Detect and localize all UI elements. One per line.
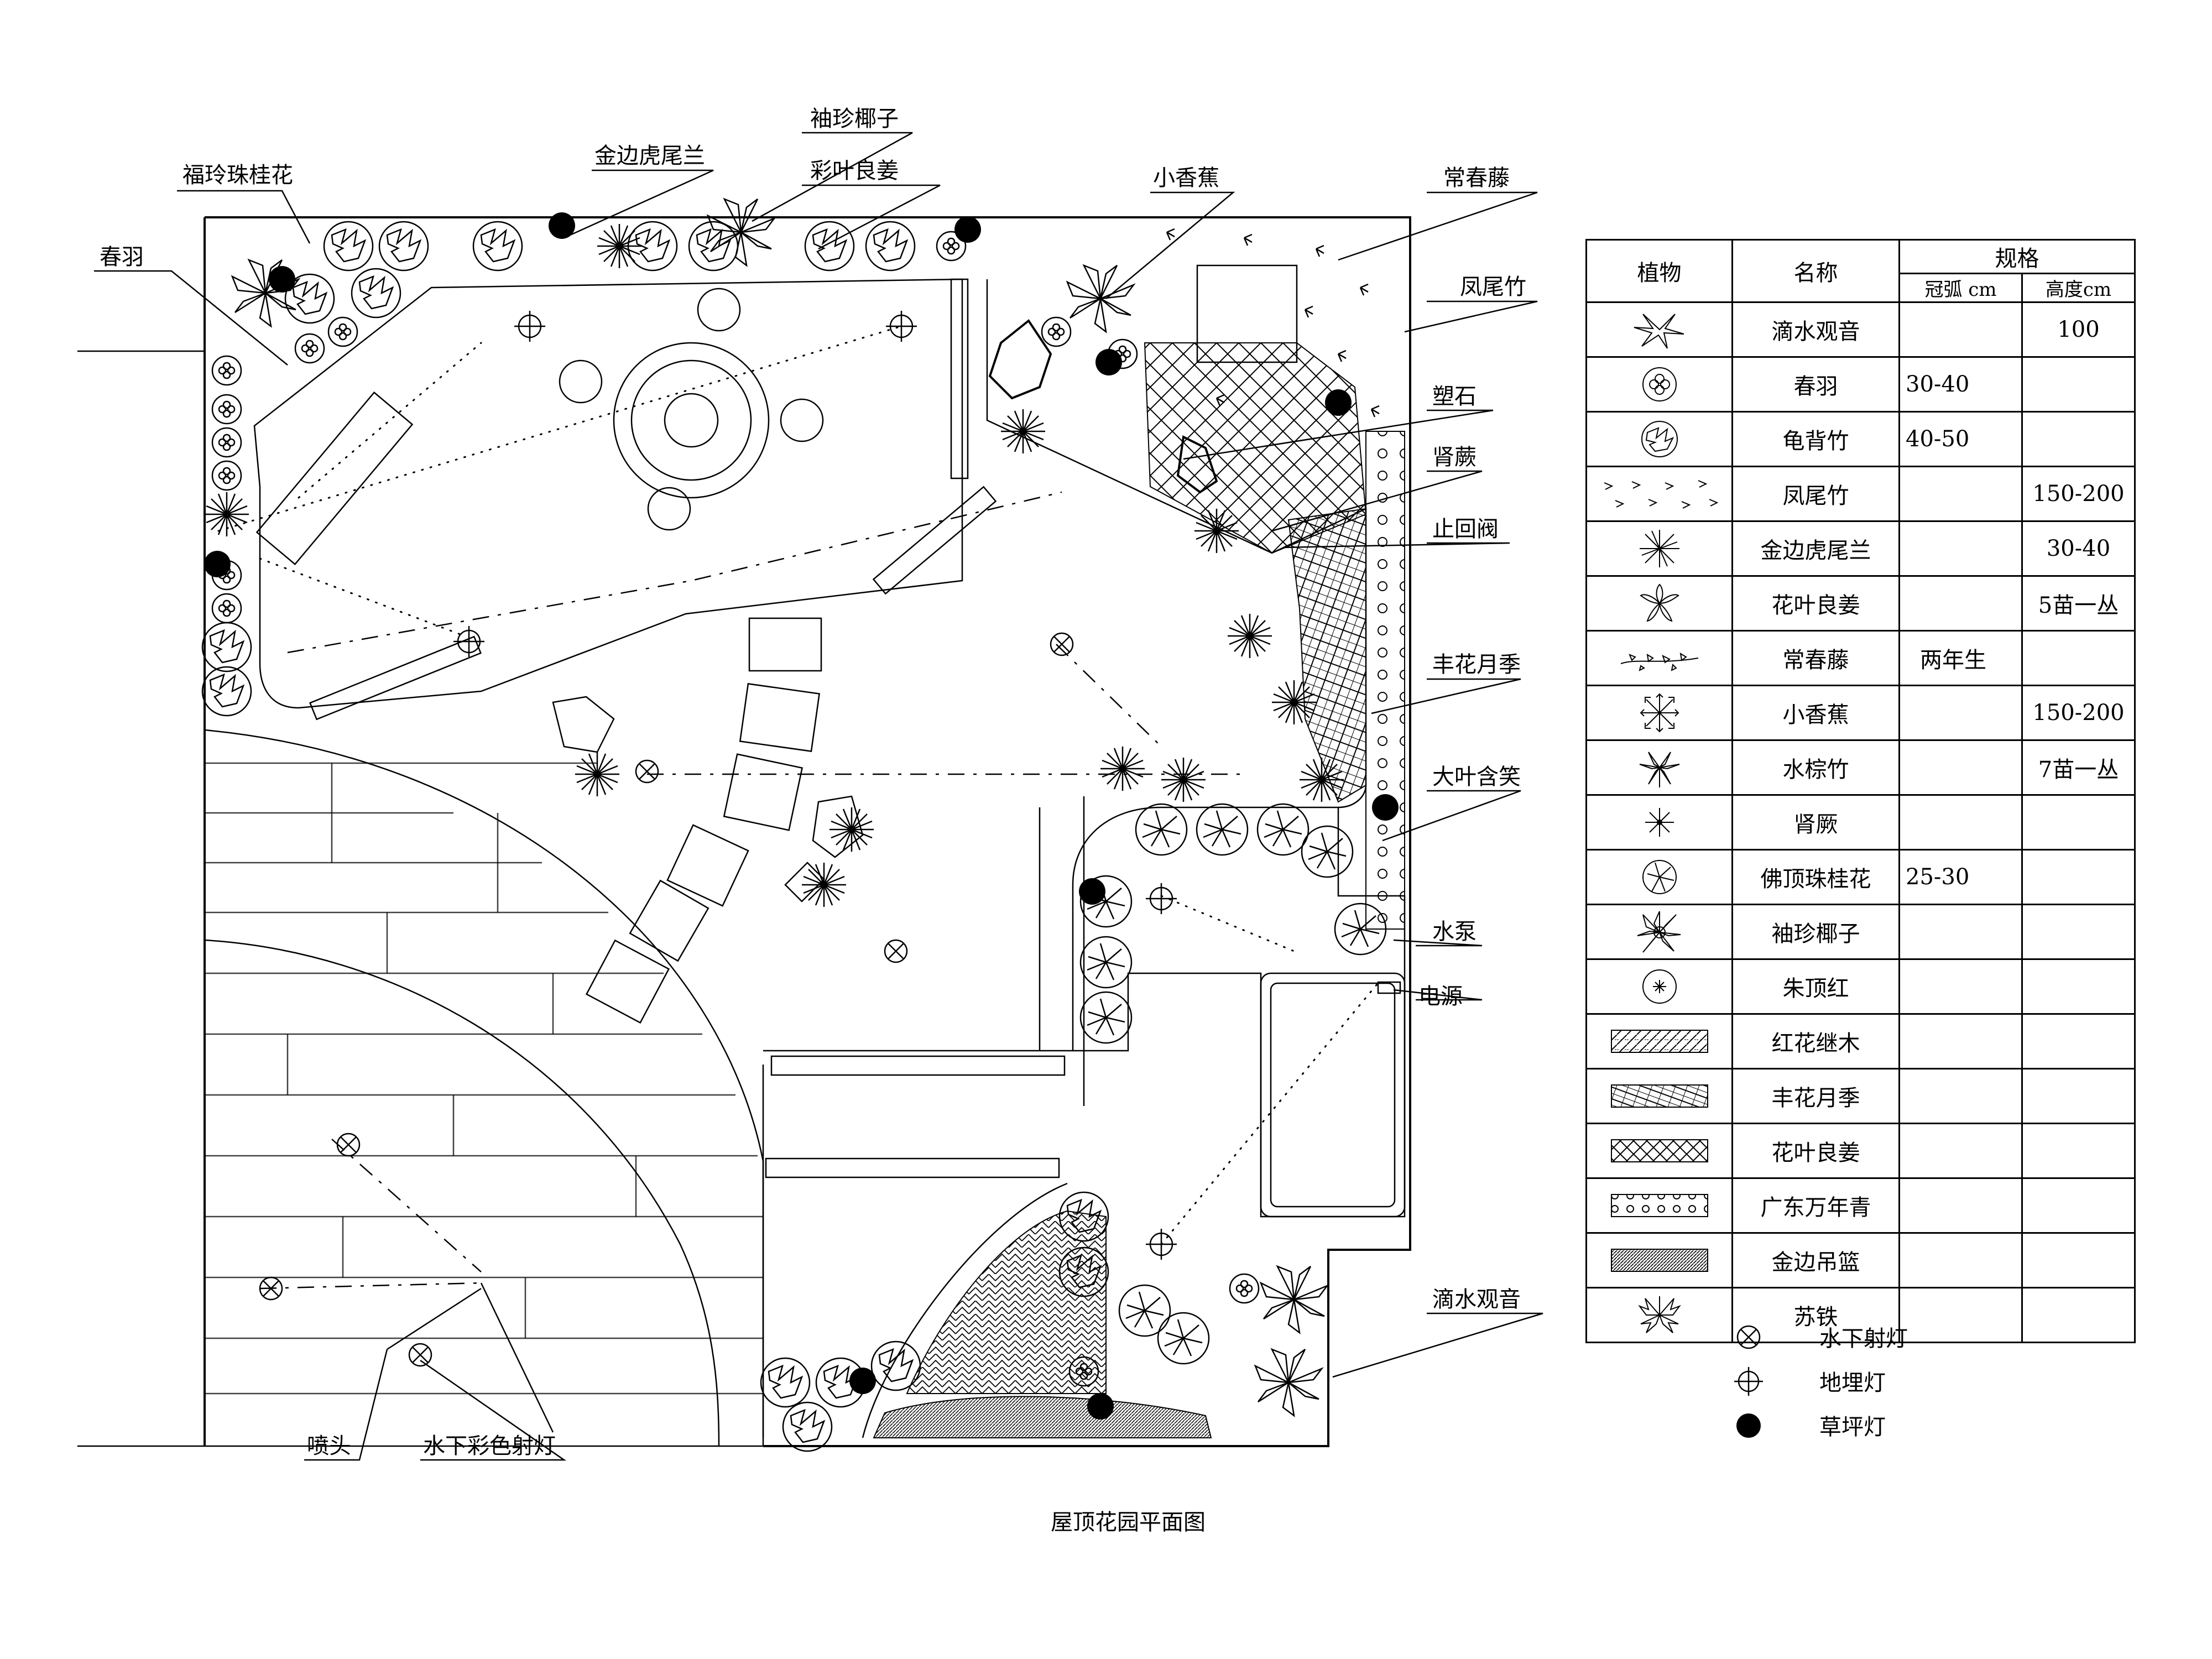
lighting-key-row: 草坪灯 <box>1731 1404 2063 1448</box>
label-nozzle: 喷头 <box>307 1433 351 1459</box>
irrigation-lines <box>217 325 1378 1433</box>
label-water-pump: 水泵 <box>1432 919 1477 945</box>
lighting-key-row: 水下射灯 <box>1731 1315 2063 1359</box>
chlorophytum-hatch <box>1610 1249 1708 1272</box>
label-underwater-color-light: 水下彩色射灯 <box>423 1433 556 1459</box>
label-michelia: 大叶含笑 <box>1432 764 1521 790</box>
label-caiye-ginger: 彩叶良姜 <box>810 158 899 184</box>
legend-header-name: 名称 <box>1731 239 1900 303</box>
label-sword-fern: 肾蕨 <box>1432 445 1477 470</box>
roof-boundary <box>77 216 1411 1447</box>
wood-deck <box>204 729 764 1447</box>
rose-hatch <box>1610 1084 1708 1108</box>
legend-row: 金边吊篮 <box>1585 1232 2136 1288</box>
lighting-key-label: 草坪灯 <box>1819 1415 1886 1440</box>
label-fuling-osmanthus: 福玲珠桂花 <box>182 163 293 188</box>
dripping-guanyin-symbol <box>1634 314 1684 349</box>
legend-row: 肾厥 <box>1585 794 2136 851</box>
aglaonema-hatch <box>1610 1194 1708 1217</box>
label-dripping-guanyin: 滴水观音 <box>1432 1287 1521 1312</box>
underwater-light-icon <box>1736 1325 1761 1349</box>
label-check-valve: 止回阀 <box>1432 517 1499 542</box>
plan-lights <box>204 212 1401 1420</box>
ginger-symbol <box>1639 583 1679 622</box>
label-jinbian-sansevieria: 金边虎尾兰 <box>594 143 705 169</box>
label-power: 电源 <box>1418 984 1463 1009</box>
callout-leaders <box>94 132 1543 1461</box>
chunyu-symbol <box>1642 367 1677 401</box>
fern-bamboo-symbol <box>1604 480 1718 509</box>
lighting-key-label: 地埋灯 <box>1819 1370 1886 1396</box>
legend-row: 花叶良姜 <box>1585 1123 2136 1179</box>
legend-header-height: 高度cm <box>2021 273 2136 303</box>
ivy-symbol <box>1620 653 1698 671</box>
label-ivy: 常春藤 <box>1443 165 1510 191</box>
legend-row: 广东万年青 <box>1585 1177 2136 1234</box>
hardscape-elements <box>255 264 1405 1178</box>
legend-header-crown: 冠弧 cm <box>1898 273 2023 303</box>
rhapis-symbol <box>1639 752 1679 787</box>
drawing-title: 屋顶花园平面图 <box>1051 1510 1206 1535</box>
cordyline-symbol <box>1642 969 1677 1004</box>
planter-borders <box>253 278 1406 1438</box>
legend-row: 丰花月季 <box>1585 1068 2136 1124</box>
legend-header-plant: 植物 <box>1585 239 1733 303</box>
ground-light-icon <box>1734 1367 1763 1396</box>
ginger-hatch <box>1610 1139 1708 1162</box>
sword-fern-symbol <box>1645 808 1674 837</box>
osmanthus-symbol <box>1642 860 1677 894</box>
label-xiuzhen-palm: 袖珍椰子 <box>810 106 899 132</box>
lighting-key-row: 地埋灯 <box>1731 1359 2063 1404</box>
callout-labels: 福玲珠桂花 春羽 金边虎尾兰 袖珍椰子 彩叶良姜 小香蕉 常春藤 凤尾竹 塑石 … <box>100 106 1526 1459</box>
lighting-key: 水下射灯 地埋灯 草坪灯 <box>1731 1315 2063 1448</box>
monstera-symbol <box>1641 421 1678 457</box>
legend-row: 常春藤两年生 <box>1585 630 2136 686</box>
legend-row: 袖珍椰子 <box>1585 904 2136 960</box>
lawn-light-icon <box>1736 1413 1761 1438</box>
cycad-symbol <box>1637 1296 1681 1333</box>
legend-header-spec: 规格 <box>1898 239 2136 274</box>
banana-symbol <box>1640 693 1679 733</box>
palm-symbol <box>1637 911 1681 953</box>
legend-row: 朱顶红 <box>1585 958 2136 1015</box>
label-chunyu: 春羽 <box>100 244 144 270</box>
label-fern-bamboo: 凤尾竹 <box>1460 274 1526 300</box>
label-rockery: 塑石 <box>1432 384 1477 409</box>
loropetalum-hatch <box>1610 1030 1708 1053</box>
lighting-key-label: 水下射灯 <box>1819 1326 1908 1352</box>
rockery <box>552 319 1218 902</box>
label-rose: 丰花月季 <box>1432 652 1521 677</box>
legend-row: 红花继木 <box>1585 1013 2136 1070</box>
sansevieria-symbol <box>1639 530 1679 567</box>
label-small-banana: 小香蕉 <box>1153 165 1219 191</box>
